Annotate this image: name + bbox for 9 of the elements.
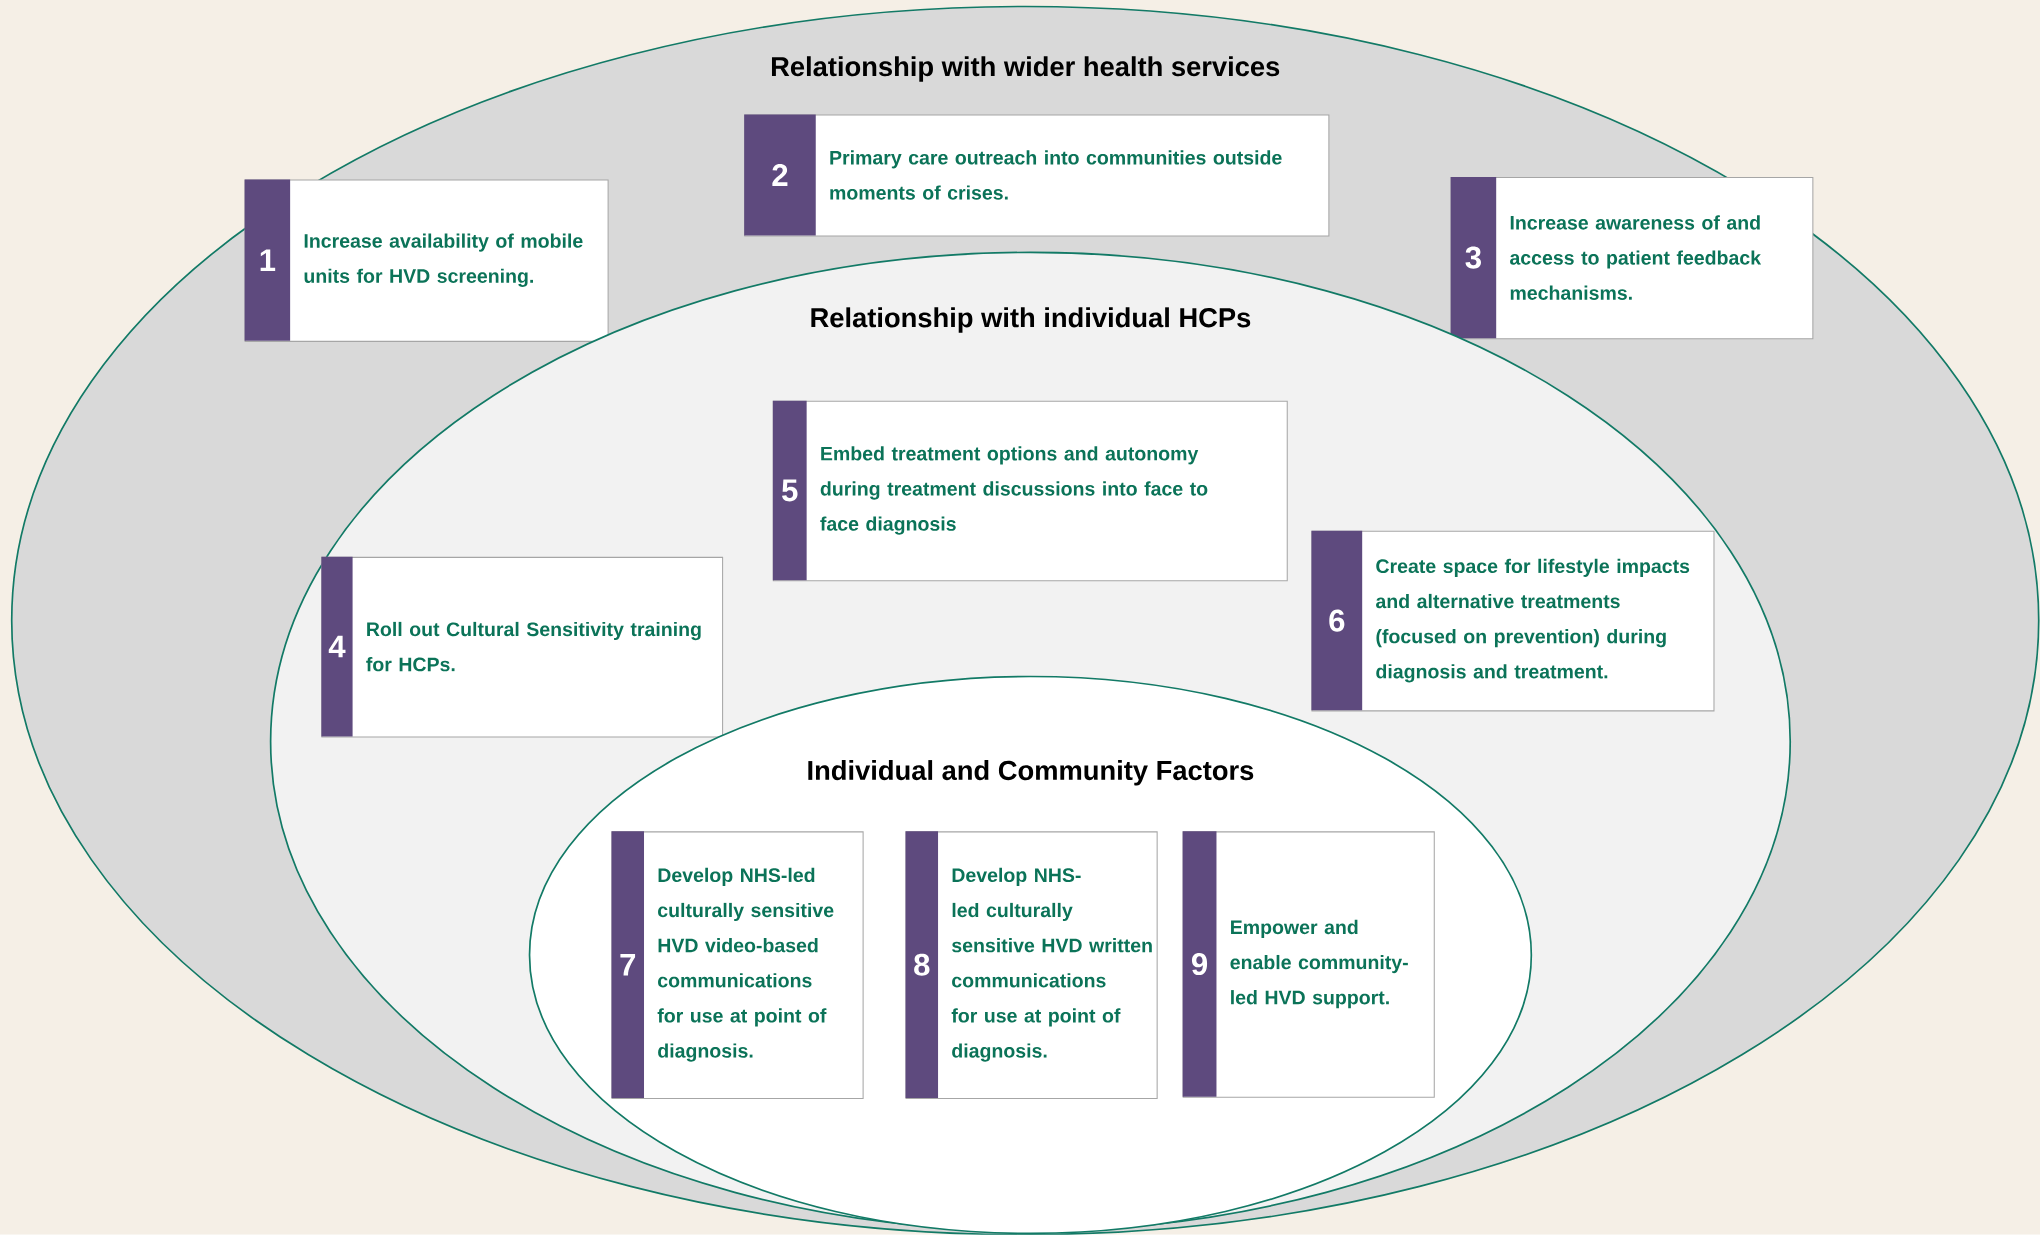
numbered-box: 9 Empower and enable community-led HVD support.	[1182, 831, 1435, 1098]
numbered-box: 6 Create space for lifestyle impacts and alternative treatments (focused on prevention) during diagnosis and treatment.	[1311, 531, 1715, 712]
numbered-box: 8 Develop NHS-led culturally sensitive HVD written communications for use at point of diagnosis.	[905, 831, 1158, 1100]
numbered-box: 7 Develop NHS-led culturally sensitive HVD video-based communications for use at point of diagnosis.	[611, 831, 864, 1100]
numbered-box: 1 Increase availability of mobile units for HVD screening.	[244, 179, 609, 343]
numbered-box: 4 Roll out Cultural Sensitivity training for HCPs.	[321, 557, 724, 738]
numbered-box: 3 Increase awareness of and access to patient feedback mechanisms.	[1450, 177, 1814, 340]
numbered-box: 5 Embed treatment options and autonomy during treatment discussions into face to face diagnosis	[772, 400, 1288, 582]
numbered-box: 2 Primary care outreach into communities outside moments of crises.	[744, 114, 1330, 237]
